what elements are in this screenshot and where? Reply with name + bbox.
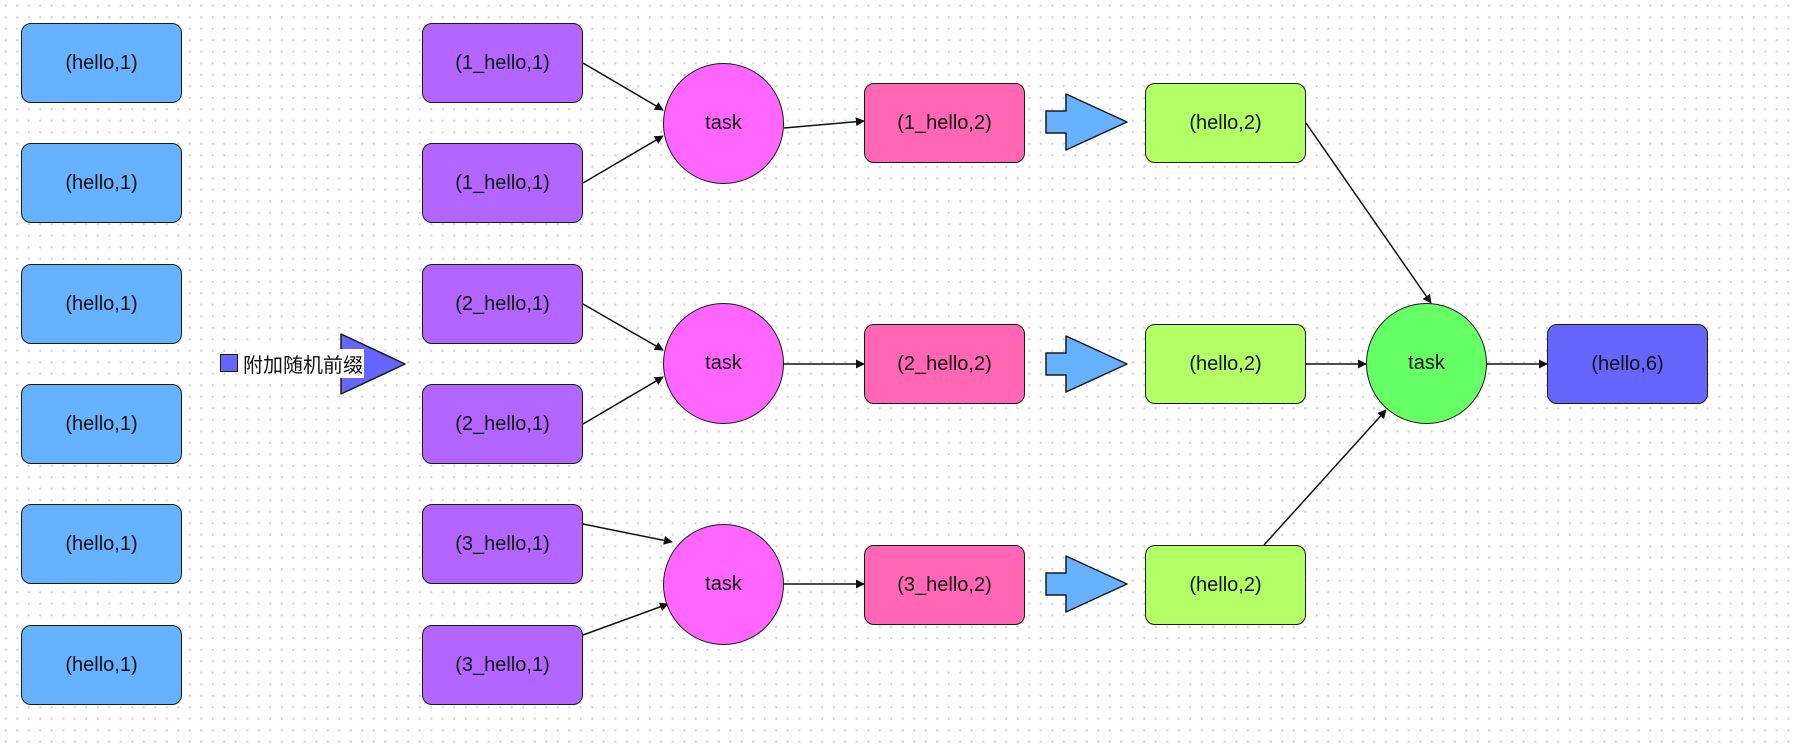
block-arrow <box>1045 93 1128 151</box>
edge-arrow <box>582 62 664 111</box>
edge-arrow <box>582 135 664 184</box>
edge-arrow <box>1305 122 1432 304</box>
input-node: (hello,1) <box>21 143 182 223</box>
prefix-step-text: 附加随机前缀 <box>242 348 364 378</box>
input-node: (hello,1) <box>21 625 182 705</box>
stripped-node: (hello,2) <box>1145 324 1306 404</box>
input-node: (hello,1) <box>21 384 182 464</box>
partial-node: (1_hello,2) <box>864 83 1025 163</box>
edge-layer <box>582 62 1548 636</box>
edge-arrow <box>582 303 664 351</box>
legend-swatch <box>220 354 238 372</box>
block-arrow <box>1045 335 1128 393</box>
block-arrow <box>1045 555 1128 613</box>
stripped-node: (hello,2) <box>1145 545 1306 625</box>
prefixed-node: (1_hello,1) <box>422 23 583 103</box>
local-task-node: task <box>663 303 784 424</box>
input-node: (hello,1) <box>21 264 182 344</box>
prefixed-node: (3_hello,1) <box>422 504 583 584</box>
input-node: (hello,1) <box>21 23 182 103</box>
edge-arrow <box>1263 409 1387 546</box>
stripped-node: (hello,2) <box>1145 83 1306 163</box>
local-task-node: task <box>663 63 784 184</box>
prefixed-node: (1_hello,1) <box>422 143 583 223</box>
local-task-node: task <box>663 524 784 645</box>
prefixed-node: (2_hello,1) <box>422 384 583 464</box>
input-node: (hello,1) <box>21 504 182 584</box>
edge-arrow <box>582 523 673 545</box>
result-node: (hello,6) <box>1547 324 1708 404</box>
edge-arrow <box>582 376 664 425</box>
edge-arrow <box>783 117 865 129</box>
edge-arrow <box>582 602 669 636</box>
global-task-node: task <box>1366 303 1487 424</box>
partial-node: (3_hello,2) <box>864 545 1025 625</box>
prefix-step-label: 附加随机前缀 <box>220 348 364 378</box>
partial-node: (2_hello,2) <box>864 324 1025 404</box>
prefixed-node: (2_hello,1) <box>422 264 583 344</box>
prefixed-node: (3_hello,1) <box>422 625 583 705</box>
